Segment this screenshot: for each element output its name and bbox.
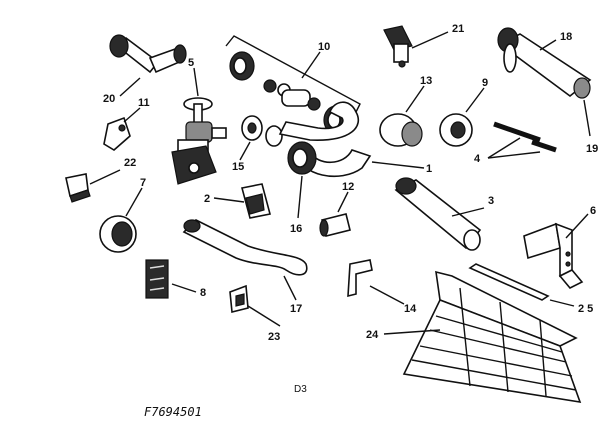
label-25: 2 5 <box>578 303 593 315</box>
part-17-hose <box>182 219 308 276</box>
label-18: 18 <box>560 31 572 43</box>
part-8-pad <box>145 259 169 299</box>
part-25-rod <box>468 263 550 301</box>
label-10: 10 <box>318 41 330 53</box>
part-15-washer <box>241 115 263 141</box>
leader-21 <box>411 31 449 49</box>
leader-2 <box>213 197 245 203</box>
part-16-fitting <box>287 141 317 175</box>
label-9: 9 <box>482 77 488 89</box>
leader-3 <box>451 207 485 217</box>
drawing-number: F7694501 <box>144 405 202 419</box>
leader-7 <box>125 187 143 217</box>
leader-10 <box>301 51 321 79</box>
part-24-grille <box>402 270 582 404</box>
part-12-sleeve <box>319 213 351 237</box>
label-23: 23 <box>268 331 280 343</box>
leader-20 <box>119 77 141 97</box>
part-2-clamp <box>241 183 271 219</box>
part-14-bracket <box>347 259 373 298</box>
leader-5 <box>193 67 199 97</box>
label-8: 8 <box>200 287 206 299</box>
part-7-grommet <box>99 215 137 253</box>
label-12: 12 <box>342 181 354 193</box>
leader-6 <box>565 213 589 239</box>
part-18-tube <box>497 27 592 99</box>
label-13: 13 <box>420 75 432 87</box>
label-24: 24 <box>366 329 379 341</box>
part-23-clip <box>229 284 249 314</box>
leader-9 <box>465 87 485 113</box>
label-21: 21 <box>452 23 464 35</box>
part-21-clamp <box>383 25 413 68</box>
page-code: D3 <box>294 384 307 395</box>
leader-22 <box>89 169 121 185</box>
part-6-bracket <box>523 222 584 289</box>
label-15: 15 <box>232 161 244 173</box>
label-16: 16 <box>290 223 302 235</box>
label-1: 1 <box>426 163 432 175</box>
label-17: 17 <box>290 303 302 315</box>
part-13-collar <box>379 113 423 147</box>
leader-18 <box>539 39 557 51</box>
label-3: 3 <box>488 195 494 207</box>
label-11: 11 <box>138 97 150 109</box>
part-3-tube <box>394 177 482 251</box>
leader-1 <box>371 161 425 169</box>
part-1-u-bend <box>265 101 372 177</box>
leader-13 <box>405 85 425 113</box>
label-5: 5 <box>188 57 194 69</box>
leader-23 <box>247 305 281 327</box>
leader-14 <box>369 285 405 305</box>
part-22-clip <box>65 173 91 203</box>
leader-17 <box>283 275 297 301</box>
leader-24 <box>383 329 441 335</box>
label-7: 7 <box>140 177 146 189</box>
part-9-grommet <box>439 113 473 147</box>
label-22: 22 <box>124 157 136 169</box>
leader-16 <box>297 175 303 219</box>
leader-12 <box>337 191 349 213</box>
leader-15 <box>239 141 251 161</box>
leader-4b <box>487 151 541 159</box>
part-5-valve <box>171 97 227 185</box>
leader-8 <box>171 283 197 293</box>
label-6: 6 <box>590 205 596 217</box>
leader-11 <box>123 107 141 123</box>
part-11-clip <box>103 116 131 151</box>
leader-25 <box>549 299 575 307</box>
label-2: 2 <box>204 193 210 205</box>
part-20-elbow-pipe <box>109 34 187 74</box>
leader-19 <box>583 99 591 137</box>
label-4: 4 <box>474 153 481 165</box>
label-20: 20 <box>103 93 115 105</box>
part-4-pins <box>493 121 557 153</box>
label-14: 14 <box>404 303 417 315</box>
leader-4a <box>487 137 521 159</box>
label-19: 19 <box>586 143 598 155</box>
